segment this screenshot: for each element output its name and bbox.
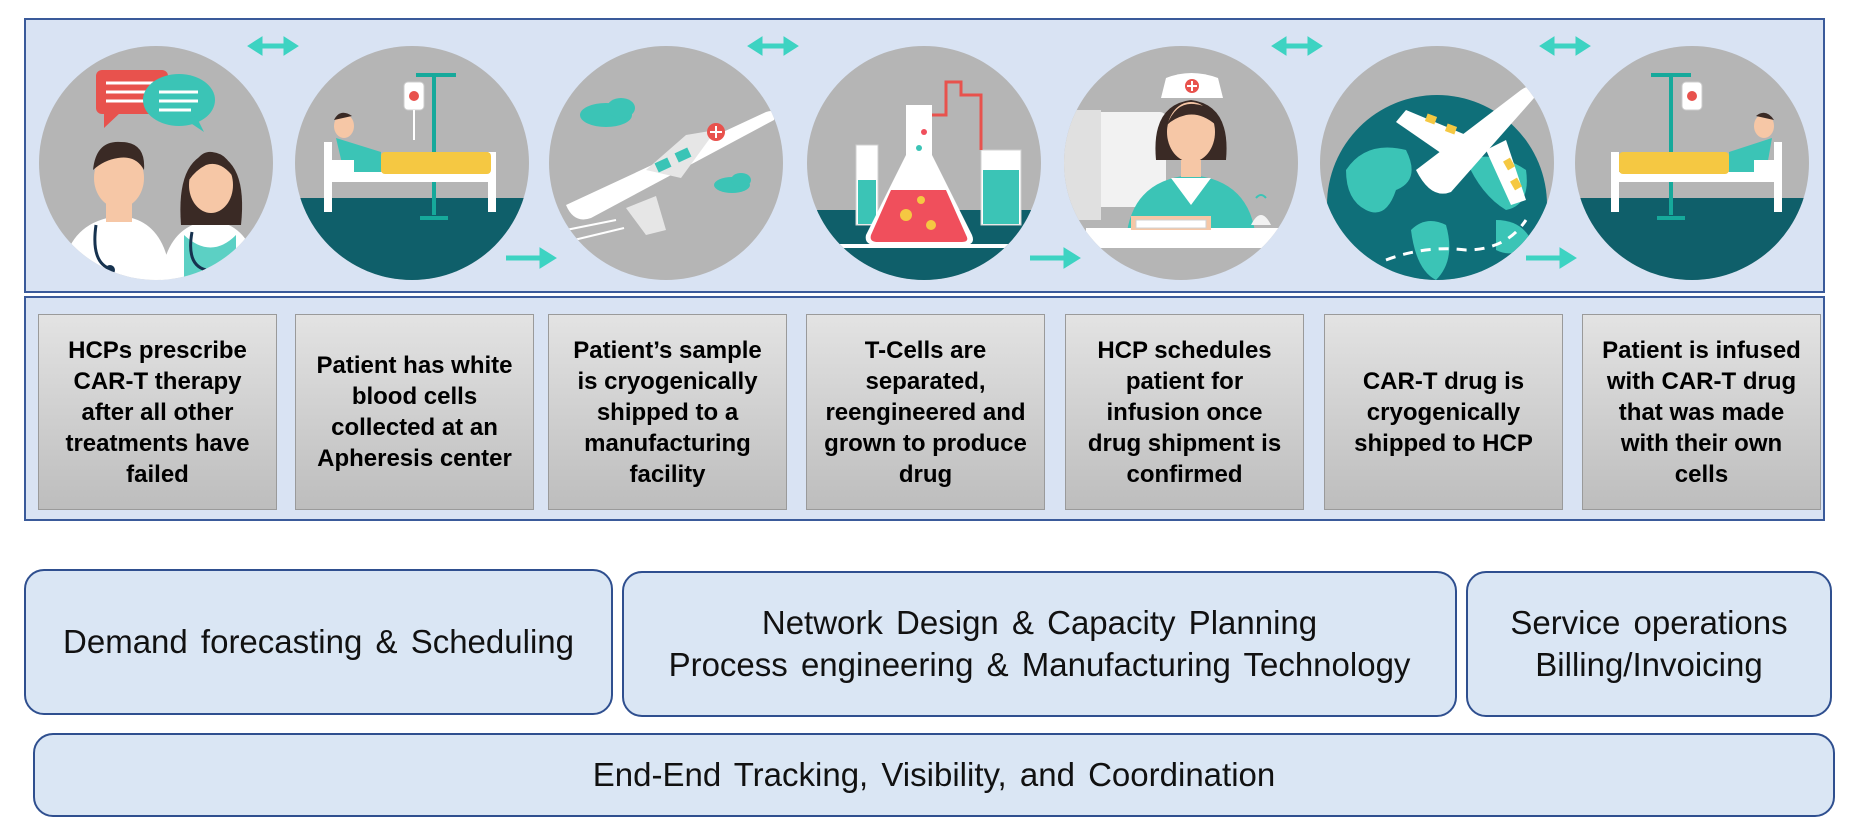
capability-end-to-end-tracking: End-End Tracking, Visibility, and Coordi…	[33, 733, 1835, 817]
step-text: Patient’s sample is cryogenically shippe…	[573, 336, 762, 488]
airplane-icon	[549, 46, 783, 280]
step-text: T-Cells are separated, reengineered and …	[824, 336, 1027, 488]
step-text: Patient is infused with CAR-T drug that …	[1602, 336, 1801, 488]
capability-label: Process engineering & Manufacturing Tech…	[668, 646, 1411, 683]
lab-flask-icon	[807, 46, 1041, 280]
bidirectional-arrow-icon	[1271, 36, 1323, 56]
right-arrow-icon	[506, 247, 557, 269]
step-box-apheresis: Patient has white blood cells collected …	[295, 314, 534, 510]
step-box-manufacture: T-Cells are separated, reengineered and …	[806, 314, 1045, 510]
doctors-icon	[39, 46, 273, 280]
globe-plane-icon	[1320, 46, 1554, 280]
bidirectional-arrow-icon	[747, 36, 799, 56]
right-arrow-icon	[1526, 247, 1577, 269]
illustration-band	[24, 18, 1825, 293]
step-text: HCP schedules patient for infusion once …	[1087, 336, 1282, 488]
capability-label: Service operations	[1510, 604, 1788, 641]
right-arrow-icon	[1030, 247, 1081, 269]
capability-label: End-End Tracking, Visibility, and Coordi…	[592, 756, 1276, 793]
capability-service-operations: Service operations Billing/Invoicing	[1466, 571, 1832, 717]
patient-bed-icon	[1575, 46, 1809, 280]
step-box-schedule: HCP schedules patient for infusion once …	[1065, 314, 1304, 510]
step-text: Patient has white blood cells collected …	[316, 352, 513, 472]
bidirectional-arrow-icon	[1539, 36, 1591, 56]
nurse-icon	[1064, 46, 1298, 280]
step-box-prescribe: HCPs prescribe CAR-T therapy after all o…	[38, 314, 277, 510]
capability-label: Billing/Invoicing	[1535, 646, 1763, 683]
capability-network-design: Network Design & Capacity Planning Proce…	[622, 571, 1457, 717]
step-box-infuse: Patient is infused with CAR-T drug that …	[1582, 314, 1821, 510]
illustration-canvas	[39, 36, 1809, 280]
capability-label: Demand forecasting & Scheduling	[63, 623, 574, 660]
step-box-ship-sample: Patient’s sample is cryogenically shippe…	[548, 314, 787, 510]
bidirectional-arrow-icon	[247, 36, 299, 56]
process-steps: HCPs prescribe CAR-T therapy after all o…	[24, 296, 1825, 521]
step-text: CAR-T drug is cryogenically shipped to H…	[1354, 367, 1533, 457]
step-text: HCPs prescribe CAR-T therapy after all o…	[65, 336, 250, 488]
step-box-ship-drug: CAR-T drug is cryogenically shipped to H…	[1324, 314, 1563, 510]
capability-demand-forecasting: Demand forecasting & Scheduling	[24, 569, 613, 715]
capability-label: Network Design & Capacity Planning	[761, 604, 1318, 641]
